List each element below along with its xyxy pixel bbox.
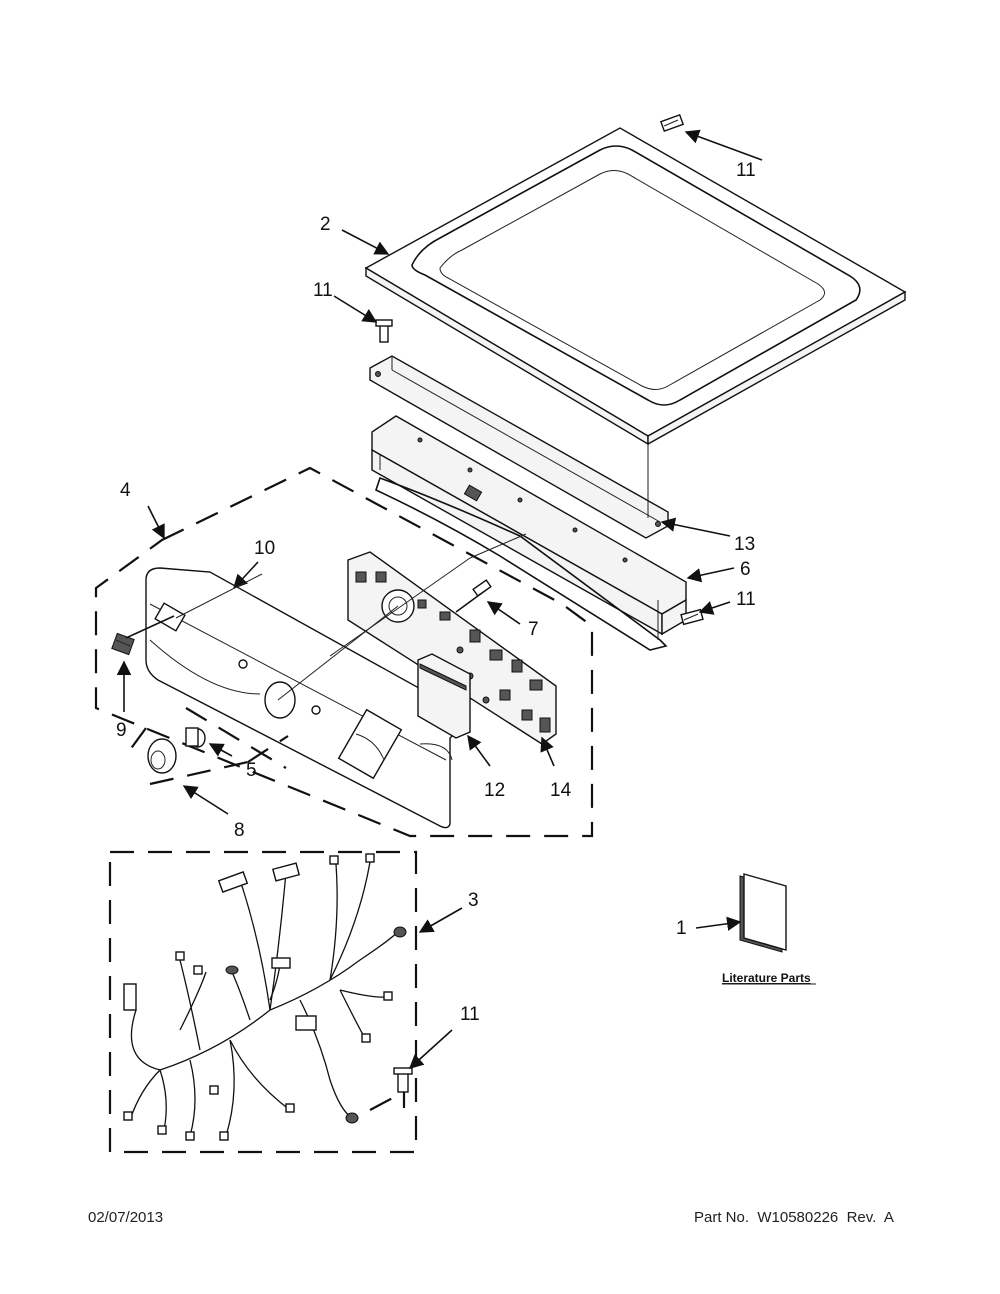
footer-part-number: Part No. W10580226 Rev. A: [694, 1209, 894, 1226]
top-panel-part-2: [364, 127, 907, 446]
wire-harness-part-3: [108, 850, 418, 1154]
callout-11-bottom: 11: [460, 1004, 480, 1025]
callout-11-right: 11: [736, 589, 756, 610]
knob-group-outline: [123, 707, 289, 786]
callout-2: 2: [320, 214, 331, 235]
callout-8: 8: [234, 820, 245, 841]
literature-parts-label: Literature Parts: [722, 971, 811, 985]
board-screw-part-7: [455, 579, 492, 613]
callout-6: 6: [740, 559, 751, 580]
callout-14: 14: [550, 780, 572, 801]
callout-11-left: 11: [313, 280, 333, 301]
callout-labels: 11 2 11 13 6 11 7 4 10 9 5 8 12 14 3 11 …: [116, 160, 816, 1025]
callout-12: 12: [484, 780, 505, 801]
callout-7: 7: [528, 619, 539, 640]
display-part-12: [417, 653, 471, 739]
console-panel-part-10: [145, 567, 467, 829]
screw-right: [680, 608, 704, 626]
button-part-9: [111, 632, 135, 656]
top-bracket-part-13: [369, 355, 669, 539]
callout-11-top: 11: [736, 160, 756, 181]
callout-4: 4: [120, 480, 131, 501]
callout-9: 9: [116, 720, 127, 741]
callout-3: 3: [468, 890, 479, 911]
screw-left: [375, 319, 393, 343]
callout-13: 13: [734, 534, 755, 555]
leader-lines: [116, 129, 763, 1111]
knob-part-8: [147, 738, 177, 774]
screw-bottom: [393, 1067, 413, 1093]
callout-10: 10: [254, 538, 275, 559]
footer-date: 02/07/2013: [88, 1209, 163, 1226]
literature-part-1: [739, 873, 787, 953]
callout-5: 5: [246, 760, 257, 781]
screw-top: [659, 113, 685, 133]
knob-shaft-part-5: [185, 727, 206, 748]
callout-1: 1: [676, 918, 687, 939]
console-assembly-outline-part-4: [94, 466, 594, 838]
